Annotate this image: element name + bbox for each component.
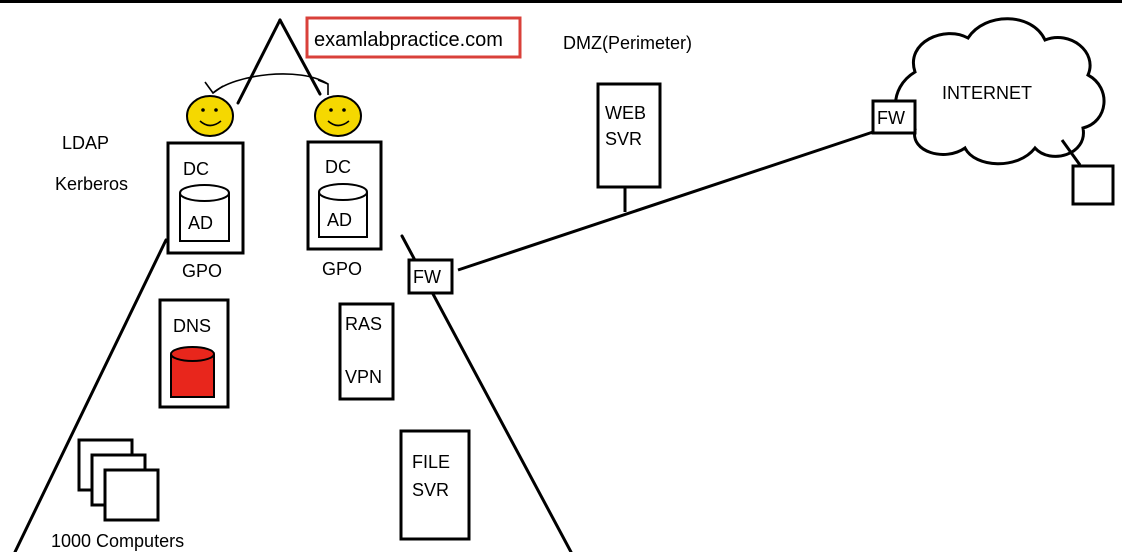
gpo-label: GPO (182, 261, 222, 281)
firewall-label: FW (413, 267, 441, 287)
triangle-apex-left (236, 18, 282, 105)
dmz-label: DMZ(Perimeter) (563, 33, 692, 53)
top-border (0, 0, 1122, 3)
file-server-line1: FILE (412, 452, 450, 472)
file-server-line2: SVR (412, 480, 449, 500)
domain-controller-1: DC AD GPO (166, 141, 245, 281)
dns-server: DNS (158, 298, 230, 409)
web-server: WEB SVR (596, 82, 662, 189)
triangle-left-side (13, 238, 168, 552)
dc-label: DC (325, 157, 351, 177)
database-cylinder-icon (318, 183, 368, 238)
firewall-box (407, 258, 454, 295)
internet-label: INTERNET (942, 83, 1032, 103)
remote-access-server: RAS VPN (338, 302, 395, 401)
vpn-label: VPN (345, 367, 382, 387)
ras-label: RAS (345, 314, 382, 334)
ras-box (338, 302, 395, 401)
firewall-edge: FW (871, 99, 917, 135)
cloud-icon (894, 17, 1106, 166)
sync-arrow-head-left (204, 81, 224, 95)
protocol-ldap-label: LDAP (62, 133, 109, 153)
web-server-box (596, 82, 662, 189)
triangle-apex-right (278, 18, 322, 96)
smiley-face-icon (314, 95, 362, 137)
database-cylinder-icon (179, 184, 230, 242)
site-label-border (305, 16, 522, 59)
firewall-link-line (457, 130, 874, 272)
remote-host-link-line (1060, 139, 1082, 166)
sync-arrow-curve (212, 73, 329, 94)
file-server-box (399, 429, 471, 541)
domain-controller-2: DC AD GPO (306, 140, 383, 279)
firewall-box (871, 99, 917, 135)
protocol-kerberos-label: Kerberos (55, 174, 128, 194)
firewall-inner: FW (407, 258, 454, 295)
firewall-label: FW (877, 108, 905, 128)
sync-arrow-icon (204, 73, 329, 95)
gpo-label: GPO (322, 259, 362, 279)
ad-label: AD (327, 210, 352, 230)
web-server-line2: SVR (605, 129, 642, 149)
computer-stack-icon (77, 438, 160, 522)
file-server: FILE SVR (399, 429, 471, 541)
web-server-line1: WEB (605, 103, 646, 123)
smiley-face-icon (186, 95, 234, 137)
computers-label: 1000 Computers (51, 531, 184, 551)
dns-label: DNS (173, 316, 211, 336)
database-cylinder-icon (170, 346, 215, 398)
ad-label: AD (188, 213, 213, 233)
site-label: examlabpractice.com (314, 29, 503, 51)
remote-host-box (1071, 164, 1115, 206)
site-label-box: examlabpractice.com (305, 16, 522, 59)
dc-label: DC (183, 159, 209, 179)
sync-arrow-head-right (317, 79, 329, 95)
